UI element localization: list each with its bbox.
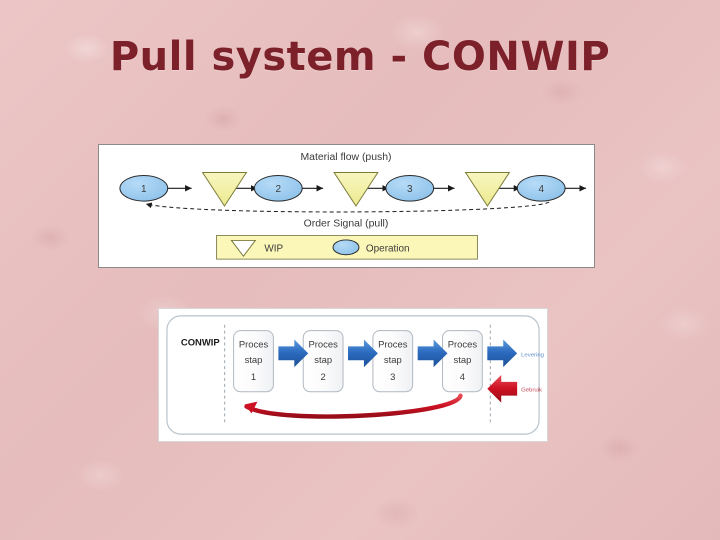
page-title: Pull system - CONWIP [109,34,611,80]
legend-operation-icon [332,239,360,256]
process-step-1-line2: stap [245,354,263,365]
process-step-3: Proces stap 3 [372,330,414,393]
process-step-1: Proces stap 1 [233,330,274,393]
wip-node-1 [201,172,248,207]
figure-one-legend: WIP Operation [216,235,478,260]
process-step-4-line3: 4 [460,371,465,382]
flow-arrow-output [487,339,518,368]
process-step-2: Proces stap 2 [302,330,344,393]
process-step-3-line1: Proces [378,338,408,349]
process-step-4-line1: Proces [448,338,478,349]
process-step-3-line3: 3 [390,371,395,382]
conwip-system-label: CONWIP [181,336,220,347]
push-pull-diagram-panel: Material flow (push) 1 [98,144,595,268]
output-label: Levering [521,352,544,358]
operation-node-1-label: 1 [141,184,147,195]
operation-node-1: 1 [119,175,169,202]
legend-wip-icon [230,239,257,257]
flow-arrow-1-2 [278,339,309,368]
order-signal-arrow [145,201,550,213]
flow-arrow-2-3 [348,339,378,368]
operation-node-3-label: 3 [407,184,413,195]
process-step-4-line2: stap [454,354,472,365]
flow-arrow-3-4 [417,339,448,368]
legend-operation-label: Operation [366,243,410,254]
process-step-1-line1: Proces [239,338,269,349]
conwip-signal-loop [244,393,463,419]
process-step-3-line2: stap [384,354,402,365]
input-label: Gebruik [521,388,542,394]
process-step-1-line3: 1 [251,371,256,382]
material-flow-label: Material flow (push) [300,152,391,163]
operation-node-2: 2 [253,175,303,202]
process-step-2-line3: 2 [321,371,326,382]
wip-node-3 [464,172,511,207]
process-step-4: Proces stap 4 [442,330,483,393]
order-signal-label: Order Signal (pull) [304,219,389,230]
conwip-diagram-panel: CONWIP Proces stap 1 Proces stap 2 Proce… [158,308,548,442]
process-step-2-line2: stap [314,354,332,365]
operation-node-3: 3 [385,175,435,202]
legend-wip-label: WIP [264,243,283,254]
operation-node-4: 4 [516,175,566,202]
process-step-2-line1: Proces [308,338,338,349]
wip-node-2 [333,172,379,207]
operation-node-2-label: 2 [276,184,282,195]
conwip-signal-arrowhead [244,401,258,414]
operation-node-4-label: 4 [538,184,544,195]
